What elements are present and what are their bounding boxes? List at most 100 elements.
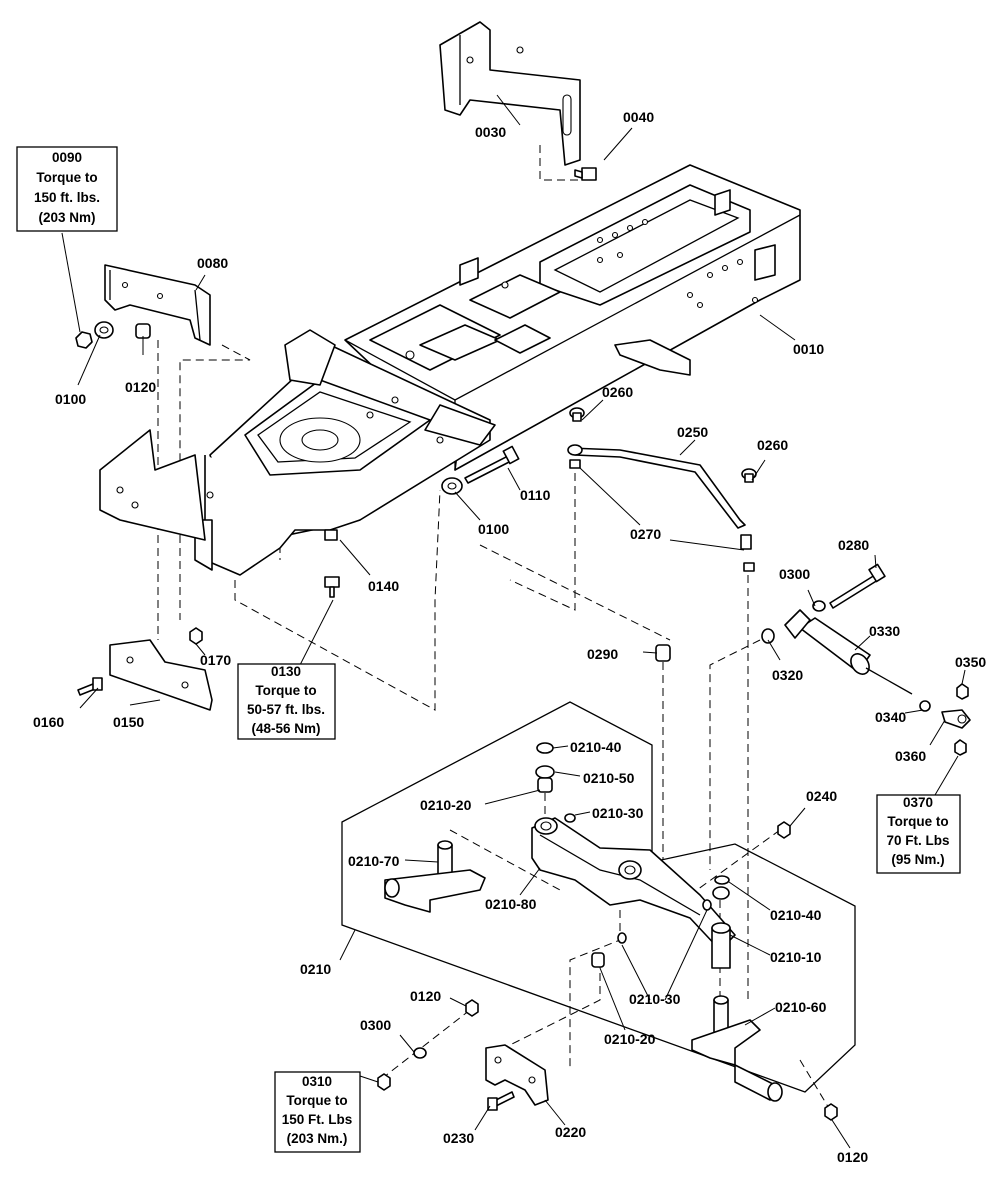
torque-0090-line1: Torque to	[36, 170, 97, 185]
washer-0100a	[94, 321, 114, 339]
nut-0210-40b	[714, 875, 730, 885]
main-frame-0010	[99, 164, 801, 576]
label-0360: 0360	[895, 748, 926, 764]
nut-0350	[956, 683, 969, 700]
bolt-0040	[574, 167, 597, 181]
label-0210-30-b: 0210-30	[629, 991, 681, 1007]
label-0010: 0010	[793, 341, 824, 357]
label-0210-40-a: 0210-40	[570, 739, 622, 755]
washer-0340	[919, 700, 931, 712]
label-0240: 0240	[806, 788, 837, 804]
nut-0370	[954, 739, 967, 756]
torque-box-0370: 0370 Torque to 70 Ft. Lbs (95 Nm.)	[876, 794, 961, 874]
label-0210-10: 0210-10	[770, 949, 822, 965]
bolt-0140	[324, 529, 338, 541]
label-0100-a: 0100	[55, 391, 86, 407]
torque-0090-part: 0090	[52, 150, 82, 165]
torque-0310-part: 0310	[302, 1074, 332, 1089]
label-0260-a: 0260	[602, 384, 633, 400]
nut-0210-40a	[536, 742, 554, 754]
label-0280: 0280	[838, 537, 869, 553]
bolt-0160	[77, 677, 103, 696]
label-0110: 0110	[520, 487, 551, 503]
label-0320: 0320	[772, 667, 803, 683]
label-0040: 0040	[623, 109, 654, 125]
torque-0370-line3: (95 Nm.)	[891, 852, 944, 867]
nut-0120c	[824, 1103, 838, 1121]
bushing-0290	[655, 644, 671, 662]
torque-0090-line2: 150 ft. lbs.	[34, 190, 100, 205]
nut-0120b	[465, 999, 479, 1017]
torque-0370-line2: 70 Ft. Lbs	[886, 833, 949, 848]
label-0150: 0150	[113, 714, 144, 730]
bracket-0220	[485, 1044, 549, 1106]
spindle-0210-60	[691, 995, 783, 1102]
torque-box-0310: 0310 Torque to 150 Ft. Lbs (203 Nm.)	[274, 1071, 361, 1153]
bolt-0130	[324, 576, 340, 598]
washer-0300b	[413, 1047, 427, 1059]
bushing-0210-20b	[591, 952, 605, 968]
spindle-0210-70	[384, 840, 486, 913]
front-axle-0210-80	[531, 817, 736, 951]
fitting-0210-30a	[564, 813, 576, 823]
bracket-0080	[104, 264, 211, 346]
label-0210-70: 0210-70	[348, 853, 400, 869]
washer-0320	[761, 628, 775, 644]
label-0120-a: 0120	[125, 379, 156, 395]
label-0220: 0220	[555, 1124, 586, 1140]
fitting-0260b	[741, 468, 757, 483]
assembly-lines	[157, 145, 831, 1111]
torque-0130-line1: Torque to	[255, 683, 316, 698]
rod-end-0360	[941, 709, 971, 729]
label-0230: 0230	[443, 1130, 474, 1146]
label-0140: 0140	[368, 578, 399, 594]
label-0210-40-b: 0210-40	[770, 907, 822, 923]
label-0160: 0160	[33, 714, 64, 730]
bolt-0280	[829, 563, 886, 609]
nut-0170	[189, 627, 203, 645]
bracket-0030	[439, 21, 581, 166]
label-0250: 0250	[677, 424, 708, 440]
tube-0210-10	[711, 886, 731, 969]
label-0260-b: 0260	[757, 437, 788, 453]
torque-0130-line2: 50-57 ft. lbs.	[247, 702, 325, 717]
bushing-0210-50	[535, 765, 555, 779]
nut-0310	[377, 1073, 391, 1091]
plate-0150	[109, 639, 213, 711]
bolt-0110	[464, 445, 520, 484]
label-0290: 0290	[587, 646, 618, 662]
label-0210: 0210	[300, 961, 331, 977]
nut-0270b	[743, 562, 755, 572]
label-0030: 0030	[475, 124, 506, 140]
torque-0310-line3: (203 Nm.)	[287, 1131, 348, 1146]
bushing-0210-20a	[537, 777, 553, 793]
label-0120-b: 0120	[410, 988, 441, 1004]
torque-box-0090: 0090 Torque to 150 ft. lbs. (203 Nm)	[16, 146, 118, 232]
label-0210-60: 0210-60	[775, 999, 827, 1015]
label-0350: 0350	[955, 654, 986, 670]
label-0300-b: 0300	[360, 1017, 391, 1033]
label-0170: 0170	[200, 652, 231, 668]
label-0210-20-b: 0210-20	[604, 1031, 656, 1047]
label-0100-b: 0100	[478, 521, 509, 537]
label-0340: 0340	[875, 709, 906, 725]
leader-lines	[61, 94, 966, 1149]
torque-0310-line2: 150 Ft. Lbs	[282, 1112, 353, 1127]
washer-0100b	[441, 477, 463, 495]
label-0300-a: 0300	[779, 566, 810, 582]
part-labels: 0030 0040 0010 0080 0100 0120 0110 0100 …	[33, 109, 986, 1165]
spacer-0120a	[135, 323, 151, 339]
torque-0370-part: 0370	[903, 795, 933, 810]
cylinder-0330	[784, 609, 913, 695]
label-0330: 0330	[869, 623, 900, 639]
label-0080: 0080	[197, 255, 228, 271]
nut-0090	[75, 331, 93, 349]
nut-0240	[777, 821, 791, 839]
label-0210-20-a: 0210-20	[420, 797, 472, 813]
fitting-0260a	[569, 407, 585, 422]
label-0210-30-a: 0210-30	[592, 805, 644, 821]
torque-0310-line1: Torque to	[286, 1093, 347, 1108]
torque-0370-line1: Torque to	[887, 814, 948, 829]
